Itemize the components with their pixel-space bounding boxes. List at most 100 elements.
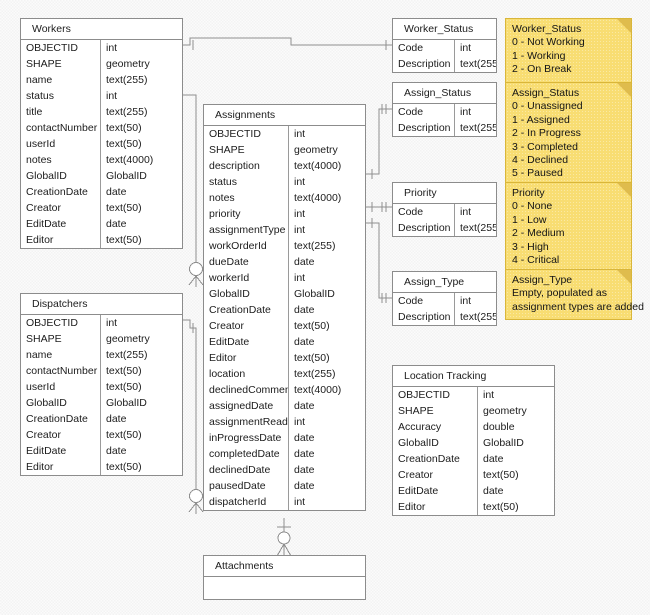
field-type: text(50) xyxy=(106,202,142,214)
note-line: 2 - In Progress xyxy=(512,127,581,140)
field-type: int xyxy=(483,389,495,401)
note-line: 2 - On Break xyxy=(512,63,572,76)
entity-attachments[interactable]: Attachments xyxy=(203,555,366,600)
field-row: Editor text(50) xyxy=(393,499,554,515)
field-type: date xyxy=(483,485,504,497)
note-line: 2 - Medium xyxy=(512,227,565,240)
field-name: Creator xyxy=(21,200,101,216)
field-name: CreationDate xyxy=(21,184,101,200)
field-type: date xyxy=(294,400,315,412)
field-type: int xyxy=(294,272,306,284)
field-name: Editor xyxy=(393,499,478,515)
field-name: Editor xyxy=(21,232,101,248)
field-name: status xyxy=(204,174,289,190)
note-line: 3 - High xyxy=(512,240,549,253)
field-type: date xyxy=(294,448,315,460)
field-name: notes xyxy=(21,152,101,168)
field-type: text(255) xyxy=(460,122,496,134)
field-name: Description xyxy=(393,220,455,236)
note-line: Priority xyxy=(512,187,545,199)
field-name: name xyxy=(21,72,101,88)
field-name: declinedDate xyxy=(204,462,289,478)
field-name: inProgressDate xyxy=(204,430,289,446)
field-type: int xyxy=(460,42,472,54)
field-type: text(4000) xyxy=(106,154,154,166)
field-name: pausedDate xyxy=(204,478,289,494)
field-name: SHAPE xyxy=(21,56,101,72)
field-type: text(50) xyxy=(106,138,142,150)
field-name: workOrderId xyxy=(204,238,289,254)
entity-title: Assign_Type xyxy=(393,272,496,293)
field-name: completedDate xyxy=(204,446,289,462)
field-name: userId xyxy=(21,379,101,395)
field-type: text(50) xyxy=(483,501,519,513)
field-name: name xyxy=(21,347,101,363)
field-row: completedDate date xyxy=(204,446,365,462)
field-name: Code xyxy=(393,204,455,220)
field-name: contactNumber xyxy=(21,120,101,136)
rel-assignments-assign-status xyxy=(366,104,392,179)
field-name: description xyxy=(204,158,289,174)
field-name: dispatcherId xyxy=(204,494,289,510)
field-type: int xyxy=(106,317,118,329)
field-name: SHAPE xyxy=(393,403,478,419)
field-name: EditDate xyxy=(21,443,101,459)
field-name: GlobalID xyxy=(393,435,478,451)
rel-dispatchers-assignments xyxy=(183,319,204,514)
field-name: priority xyxy=(204,206,289,222)
field-type: text(255) xyxy=(106,349,148,361)
field-type: text(255) xyxy=(460,222,496,234)
field-name: GlobalID xyxy=(21,168,101,184)
field-type: text(50) xyxy=(294,352,330,364)
note-line: 4 - Critical xyxy=(512,254,560,267)
field-type: text(50) xyxy=(106,365,142,377)
note-line: 4 - Declined xyxy=(512,154,569,167)
entity-title: Assignments xyxy=(204,105,365,126)
field-name: declinedComment xyxy=(204,382,289,398)
field-type: text(255) xyxy=(460,58,496,70)
field-type: geometry xyxy=(483,405,527,417)
field-type: int xyxy=(294,496,306,508)
entity-title: Attachments xyxy=(204,556,365,577)
entity-title: Location Tracking xyxy=(393,366,554,387)
field-name: OBJECTID xyxy=(204,126,289,142)
